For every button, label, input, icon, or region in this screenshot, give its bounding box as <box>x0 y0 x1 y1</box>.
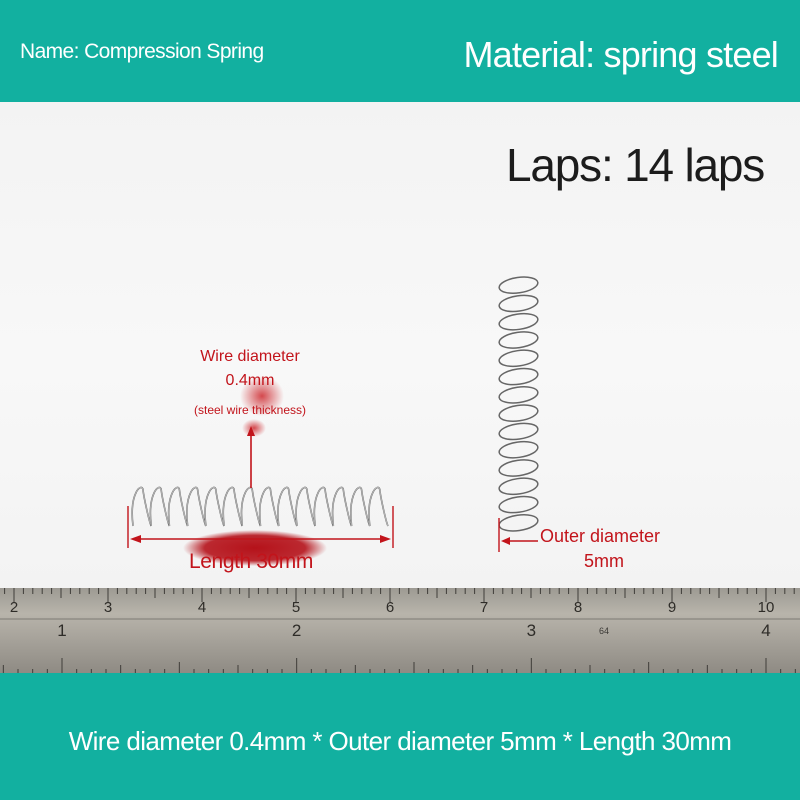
vertical-spring-coil <box>498 404 539 422</box>
horizontal-spring-coil-highlight <box>168 487 188 527</box>
wire-diameter-arrowhead <box>247 426 255 436</box>
horizontal-spring-coil <box>222 486 244 527</box>
vertical-spring-coil <box>498 276 539 294</box>
length-arrow-left <box>130 535 141 543</box>
ruler-label-bottom: 2 <box>292 621 301 640</box>
horizontal-spring-coil <box>204 486 225 527</box>
outer-diameter-arrow <box>501 537 510 545</box>
horizontal-spring-coil <box>350 486 371 527</box>
length-label: Length 30mm <box>188 550 313 573</box>
laps-label: Laps: 14 laps <box>506 139 765 191</box>
top-banner: Name: Compression Spring Material: sprin… <box>0 0 800 102</box>
vertical-spring-coil <box>498 367 539 386</box>
product-photo-area <box>0 102 800 675</box>
vertical-spring-coil <box>498 349 539 368</box>
ruler-label-bottom: 4 <box>761 621 770 640</box>
ruler-label-top: 5 <box>292 599 300 616</box>
vertical-spring-coil <box>498 294 539 313</box>
horizontal-spring-coil <box>295 486 316 527</box>
horizontal-spring-coil-highlight <box>350 487 371 527</box>
ruler-label-top: 8 <box>574 599 582 616</box>
horizontal-spring-coil <box>186 486 207 527</box>
ruler-label-top: 4 <box>198 599 206 616</box>
horizontal-spring-coil-highlight <box>259 487 279 527</box>
horizontal-spring-coil <box>149 486 171 527</box>
horizontal-spring-coil-highlight <box>223 487 243 527</box>
horizontal-spring-coil-highlight <box>150 487 170 527</box>
ruler-label-bottom: 1 <box>57 621 66 640</box>
vertical-spring-coil <box>498 495 539 514</box>
horizontal-spring-coil <box>240 486 262 527</box>
ruler-label-top: 10 <box>758 599 775 616</box>
vertical-spring-coil <box>498 312 539 331</box>
ruler-label-bottom: 3 <box>527 621 536 640</box>
wire-highlight-glow <box>240 376 284 416</box>
horizontal-spring-coil <box>313 486 335 527</box>
horizontal-spring-coil-highlight <box>332 487 352 527</box>
horizontal-spring-coil <box>167 486 189 527</box>
horizontal-spring-coil <box>258 486 280 527</box>
outer-diameter-title: Outer diameter <box>540 526 661 546</box>
bottom-banner <box>0 673 800 800</box>
vertical-spring <box>498 276 539 532</box>
horizontal-spring-coil-highlight <box>368 487 389 527</box>
length-arrow-right <box>380 535 391 543</box>
horizontal-spring <box>131 486 389 527</box>
vertical-spring-coil <box>498 514 539 532</box>
ruler-label-top: 7 <box>480 599 488 616</box>
horizontal-spring-coil <box>331 486 353 527</box>
vertical-spring-coil <box>498 459 539 477</box>
ruler-label-top: 3 <box>104 599 112 616</box>
horizontal-spring-coil <box>277 486 298 527</box>
horizontal-spring-coil-highlight <box>295 487 316 527</box>
product-name-label: Name: Compression Spring <box>20 40 264 63</box>
horizontal-spring-coil-highlight <box>277 487 298 527</box>
wire-diameter-value: 0.4mm <box>225 372 275 389</box>
vertical-spring-coil <box>498 331 539 349</box>
vertical-spring-coil <box>498 386 539 404</box>
ruler-small-marking: 64 <box>599 626 609 636</box>
wire-arrow-glow <box>242 419 266 437</box>
ruler-label-top: 9 <box>668 599 676 616</box>
wire-diameter-title: Wire diameter <box>200 348 300 365</box>
outer-diameter-value: 5mm <box>584 551 624 571</box>
horizontal-spring-coil-highlight <box>314 487 334 527</box>
spec-summary: Wire diameter 0.4mm * Outer diameter 5mm… <box>68 726 732 756</box>
vertical-spring-coil <box>498 477 539 496</box>
material-label: Material: spring steel <box>463 34 778 75</box>
vertical-spring-coil <box>498 422 539 441</box>
horizontal-spring-coil-highlight <box>186 487 207 527</box>
ruler-label-top: 2 <box>10 599 18 616</box>
wire-diameter-note: (steel wire thickness) <box>193 403 307 417</box>
ruler: 2 3 4 5 6 7 8 9 10 1 2 3 4 64 <box>0 588 800 674</box>
horizontal-spring-coil-highlight <box>204 487 225 527</box>
horizontal-spring-coil-highlight <box>131 487 152 527</box>
vertical-spring-coil <box>498 440 539 459</box>
horizontal-spring-coil <box>131 486 152 527</box>
horizontal-spring-coil <box>368 486 389 527</box>
ruler-label-top: 6 <box>386 599 394 616</box>
horizontal-spring-coil-highlight <box>241 487 261 527</box>
